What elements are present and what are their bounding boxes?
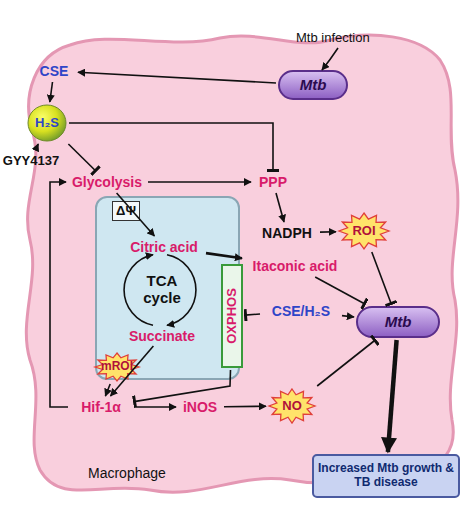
activation-connector xyxy=(148,181,251,183)
factor-label: Hif-1α xyxy=(70,398,132,416)
node-text: Citric acid xyxy=(130,239,198,255)
node-text: Macrophage xyxy=(88,465,166,481)
inhibition-connector xyxy=(69,123,273,171)
inhibition-connector xyxy=(315,277,365,304)
inhibition-connector xyxy=(317,340,375,386)
node-text: iNOS xyxy=(183,399,217,415)
enzyme-label: CSE/H₂S xyxy=(262,302,340,320)
activation-connector xyxy=(111,346,154,396)
node-text: Mtb xyxy=(300,76,327,93)
node-text: TCA cycle xyxy=(137,272,187,307)
infection-arrow xyxy=(322,48,338,70)
inhibition-connector xyxy=(134,370,231,402)
mtb-bacterium: Mtb xyxy=(278,70,348,100)
outcome-box: Increased Mtb growth & TB disease xyxy=(312,454,460,498)
enzyme-label: CSE xyxy=(32,62,76,80)
annotation-text: Mtb infection xyxy=(296,30,370,45)
h2s-sphere: H₂S xyxy=(27,104,67,142)
node-text: Hif-1α xyxy=(81,399,121,415)
starburst-shape xyxy=(269,389,315,423)
node-text: Succinate xyxy=(129,328,195,344)
activation-connector xyxy=(206,253,242,258)
inhibition-connector xyxy=(245,314,260,315)
node-text: Increased Mtb growth & TB disease xyxy=(317,462,455,490)
node-text: PPP xyxy=(259,174,287,190)
node-text: Itaconic acid xyxy=(253,258,338,274)
mtb-bacterium: Mtb xyxy=(356,306,440,338)
metabolite-label: NADPH xyxy=(256,224,318,242)
activation-connector xyxy=(36,144,39,150)
membrane-potential-box: ΔΨ xyxy=(112,201,140,221)
activation-connector xyxy=(134,406,176,408)
no-burst: NO xyxy=(268,388,316,424)
inhibition-connector xyxy=(68,144,95,171)
roi-burst: ROI xyxy=(338,212,390,250)
activation-connector xyxy=(388,340,397,452)
node-text: mROI xyxy=(101,360,133,374)
tca-cycle-arc xyxy=(124,255,153,326)
cell-membrane xyxy=(26,35,458,492)
activation-connector xyxy=(78,72,276,83)
node-text: H₂S xyxy=(35,116,59,131)
metabolite-label: Citric acid xyxy=(124,238,204,256)
mitochondrion: TCA cycle ΔΨ Citric acidSuccinate OXPHOS mRO… xyxy=(95,196,240,380)
activation-connector xyxy=(50,82,53,102)
pathway-label: Glycolysis xyxy=(68,173,146,191)
node-text: OXPHOS xyxy=(225,288,240,344)
mroi-burst: mROI xyxy=(94,352,140,382)
activation-connector xyxy=(342,316,354,317)
starburst-shape xyxy=(95,353,139,381)
metabolite-label: Itaconic acid xyxy=(244,257,346,275)
inhibition-connector xyxy=(372,252,392,304)
node-text: Mtb xyxy=(385,313,412,330)
pathway-label: PPP xyxy=(253,173,293,191)
h2s-ball xyxy=(28,105,66,141)
node-text: NO xyxy=(282,399,302,414)
activation-connector xyxy=(320,231,336,233)
node-text: CSE/H₂S xyxy=(272,303,330,319)
activation-connector xyxy=(117,193,155,236)
activation-connector xyxy=(276,193,284,222)
tca-cycle-arc xyxy=(167,255,196,326)
enzyme-label: iNOS xyxy=(178,398,222,416)
donor-label: GYY4137 xyxy=(0,152,62,170)
node-text: CSE xyxy=(40,63,69,79)
macrophage-cell: Macrophage Mtb CSE H₂S Glycolysis PPP TCA cycl… xyxy=(18,25,464,505)
metabolite-label: Succinate xyxy=(124,328,200,344)
starburst-shape xyxy=(339,213,389,249)
node-text: ROI xyxy=(352,224,375,239)
activation-connector xyxy=(224,405,266,407)
node-text: Glycolysis xyxy=(72,174,142,190)
activation-connector xyxy=(105,384,110,396)
node-text: ΔΨ xyxy=(116,204,136,219)
oxphos-box: OXPHOS xyxy=(221,264,243,368)
node-text: NADPH xyxy=(262,225,312,241)
activation-connector xyxy=(50,182,68,407)
node-text: GYY4137 xyxy=(3,154,59,169)
